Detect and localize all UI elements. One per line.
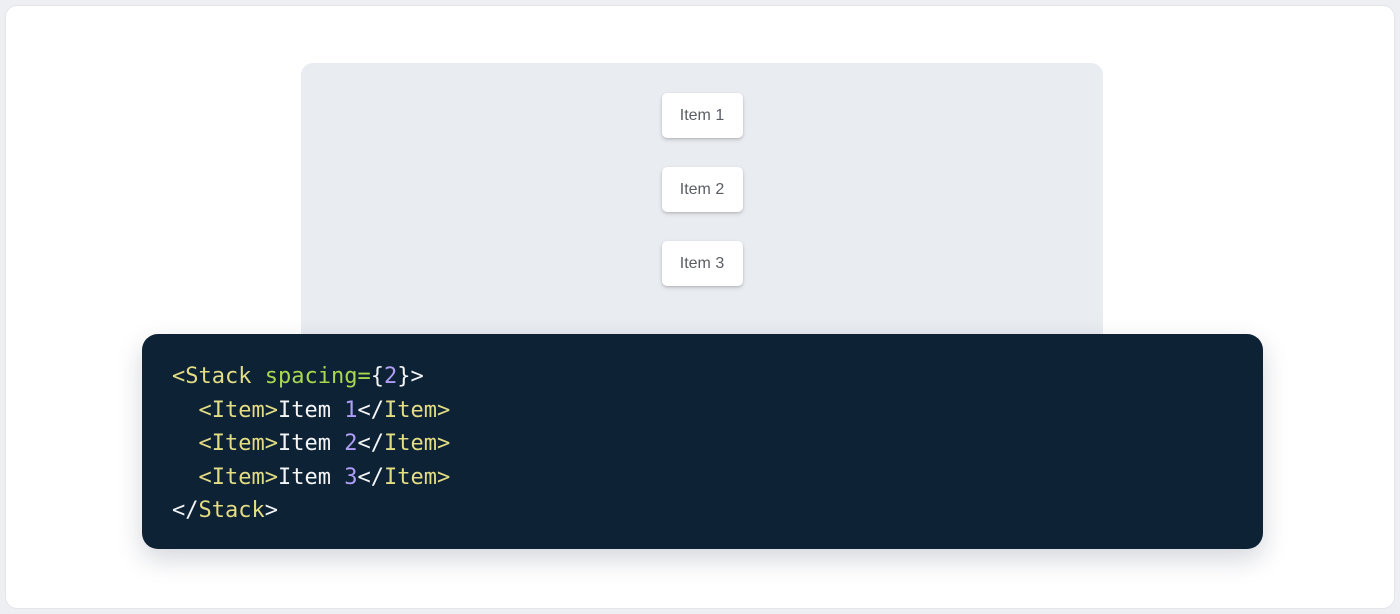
- code-token: Item: [277, 431, 345, 457]
- demo-panel: Item 1 Item 2 Item 3: [301, 63, 1103, 373]
- code-token: </: [357, 397, 384, 423]
- code-token: 1: [344, 397, 358, 423]
- code-token: {: [370, 364, 384, 389]
- code-token: >: [410, 364, 424, 389]
- code-token: spacing: [264, 364, 358, 389]
- code-token: [172, 431, 199, 456]
- code-token: 2: [383, 364, 398, 389]
- code-token: 3: [344, 464, 358, 490]
- code-token: <Item>: [198, 464, 278, 490]
- stack-item: Item 1: [661, 93, 743, 138]
- code-token: <Item>: [198, 431, 278, 457]
- code-token: <Stack: [172, 364, 252, 389]
- code-token: <Item>: [198, 397, 278, 423]
- code-token: Stack: [198, 498, 265, 524]
- code-token: </: [357, 431, 384, 457]
- code-token: >: [264, 498, 278, 524]
- code-block: <Stack spacing={2}> <Item>Item 1</Item> …: [142, 334, 1263, 549]
- code-token: Item: [277, 397, 345, 423]
- code-token: Item: [277, 464, 345, 490]
- code-token: }: [397, 364, 411, 389]
- code-token: Item>: [383, 397, 451, 423]
- code-token: 2: [344, 431, 358, 457]
- stack-item: Item 3: [661, 241, 743, 286]
- page-card: Item 1 Item 2 Item 3 <Stack spacing={2}>…: [5, 5, 1395, 609]
- code-token: </: [172, 498, 199, 524]
- code-token: =: [357, 364, 371, 389]
- code-token: [172, 465, 199, 490]
- code-token: </: [357, 464, 384, 490]
- stack-item: Item 2: [661, 167, 743, 212]
- code-token: Item>: [383, 464, 451, 490]
- code-token: [172, 398, 199, 423]
- code-token: [251, 364, 264, 389]
- code-token: Item>: [383, 431, 451, 457]
- stack-demo: Item 1 Item 2 Item 3: [301, 63, 1103, 286]
